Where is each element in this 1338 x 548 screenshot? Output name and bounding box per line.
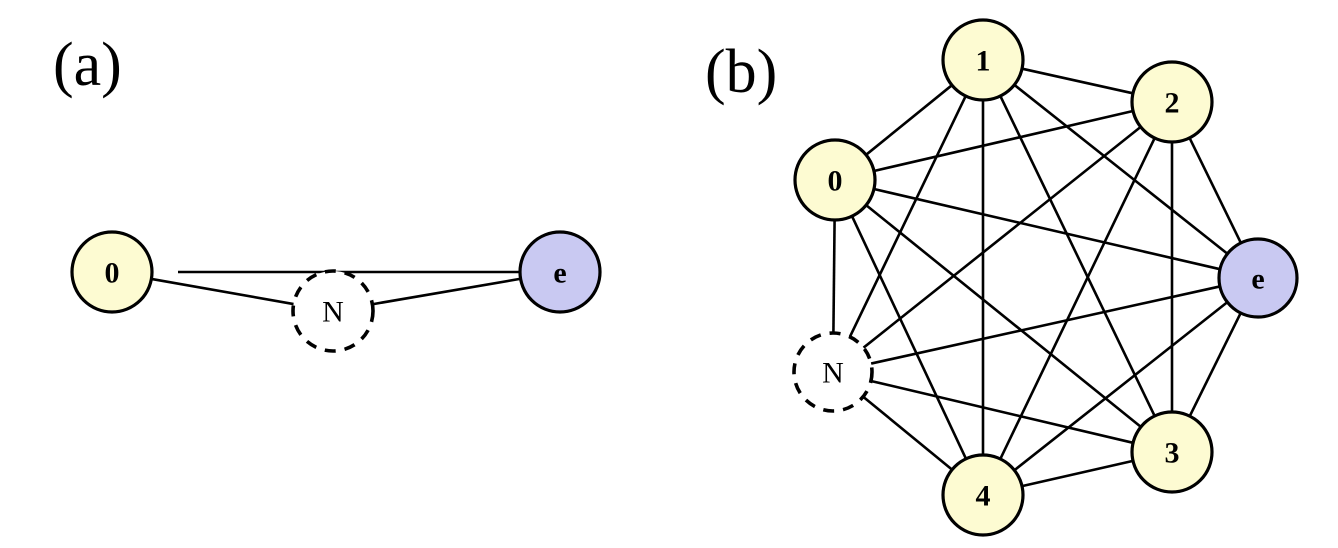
graph-node-e[interactable]: e	[518, 230, 602, 314]
node-label: 0	[828, 165, 843, 198]
panel-label: (b)	[705, 38, 777, 106]
graph-edge	[850, 215, 968, 460]
graph-edge	[1021, 67, 1134, 95]
graph-edge	[870, 285, 1221, 365]
graph-node-0[interactable]: 0	[70, 230, 154, 314]
graph-node-1[interactable]: 1	[941, 18, 1025, 102]
graph-node-N[interactable]: N	[291, 269, 375, 353]
node-circle[interactable]	[70, 230, 154, 314]
panel-b: 1 2 0 eN 3 4 (b)	[705, 18, 1299, 537]
node-label: 2	[1165, 87, 1180, 120]
graph-node-2[interactable]: 2	[1130, 60, 1214, 144]
node-label: 4	[976, 480, 991, 513]
graph-edge	[865, 84, 953, 156]
graph-edge	[873, 187, 1221, 271]
graph-edge	[862, 125, 1142, 349]
graph-edge	[999, 137, 1156, 460]
node-label: 3	[1165, 437, 1180, 470]
graph-edge	[1021, 459, 1134, 488]
node-label: e	[553, 257, 566, 290]
node-layer: 0Ne	[70, 230, 602, 353]
graph-edge	[1013, 301, 1229, 472]
graph-edge	[999, 95, 1156, 417]
graph-edge	[1013, 83, 1229, 255]
node-circle[interactable]	[941, 453, 1025, 537]
graph-node-0[interactable]: 0	[793, 138, 877, 222]
graph-edge	[862, 395, 953, 471]
node-layer: 1 2 0 eN 3 4	[792, 18, 1299, 537]
node-circle[interactable]	[1130, 60, 1214, 144]
panel-label: (a)	[53, 31, 122, 99]
graph-edge	[865, 204, 1142, 428]
graph-edge	[848, 95, 967, 338]
graph-edge	[873, 109, 1134, 173]
panel-a: 0Ne (a)	[53, 31, 602, 353]
node-label: 0	[105, 257, 120, 290]
graph-edge	[151, 277, 294, 306]
graph-node-e[interactable]: e	[1217, 237, 1299, 319]
graph-edge	[372, 277, 521, 306]
graph-node-3[interactable]: 3	[1130, 410, 1214, 494]
graph-node-4[interactable]: 4	[941, 453, 1025, 537]
node-label: 1	[976, 45, 991, 78]
node-circle[interactable]	[941, 18, 1025, 102]
node-label: N	[322, 296, 344, 329]
graph-edge	[1188, 312, 1242, 417]
node-circle[interactable]	[1130, 410, 1214, 494]
edge-layer	[832, 67, 1243, 488]
node-circle[interactable]	[793, 138, 877, 222]
node-label: e	[1251, 263, 1264, 296]
node-label: N	[822, 357, 844, 390]
node-circle[interactable]	[518, 230, 602, 314]
node-circle-dashed[interactable]	[792, 331, 874, 413]
node-circle[interactable]	[1217, 237, 1299, 319]
graph-edge	[870, 379, 1134, 445]
graph-node-N[interactable]: N	[792, 331, 874, 413]
node-circle-dashed[interactable]	[291, 269, 375, 353]
graph-edge	[1188, 137, 1243, 244]
graph-edge	[832, 219, 836, 334]
